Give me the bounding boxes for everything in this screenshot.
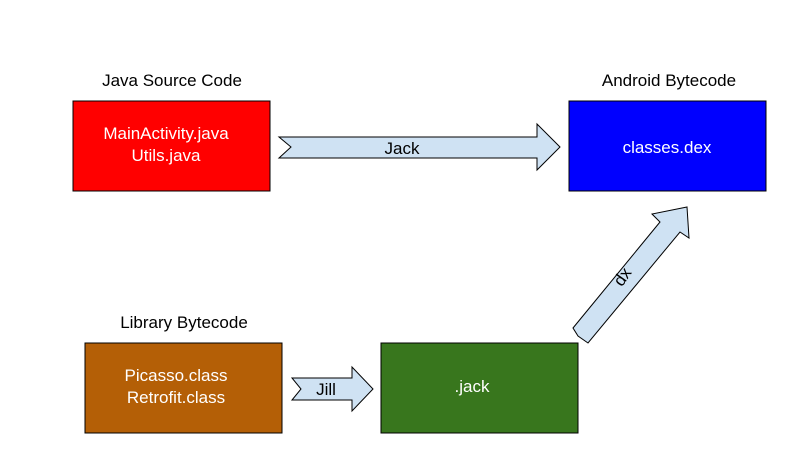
jill-arrow-label: Jill xyxy=(316,380,336,399)
java-source-box xyxy=(72,100,271,192)
jack-arrow-label: Jack xyxy=(385,139,420,158)
java-source-file-main: MainActivity.java xyxy=(103,124,229,143)
java-source-file-utils: Utils.java xyxy=(132,146,202,165)
java-source-title: Java Source Code xyxy=(102,71,242,90)
android-bytecode-title: Android Bytecode xyxy=(602,71,736,90)
jack-intermediate-label: .jack xyxy=(455,377,490,396)
jack-intermediate-box xyxy=(380,342,579,434)
library-bytecode-box xyxy=(84,342,283,434)
dx-arrow xyxy=(572,206,690,344)
library-bytecode-title: Library Bytecode xyxy=(120,313,248,332)
library-file-retrofit: Retrofit.class xyxy=(127,388,225,407)
classes-dex-label: classes.dex xyxy=(623,138,712,157)
android-bytecode-box xyxy=(568,100,767,192)
jack-arrow xyxy=(277,122,561,172)
jill-arrow xyxy=(290,365,374,413)
library-file-picasso: Picasso.class xyxy=(125,366,228,385)
